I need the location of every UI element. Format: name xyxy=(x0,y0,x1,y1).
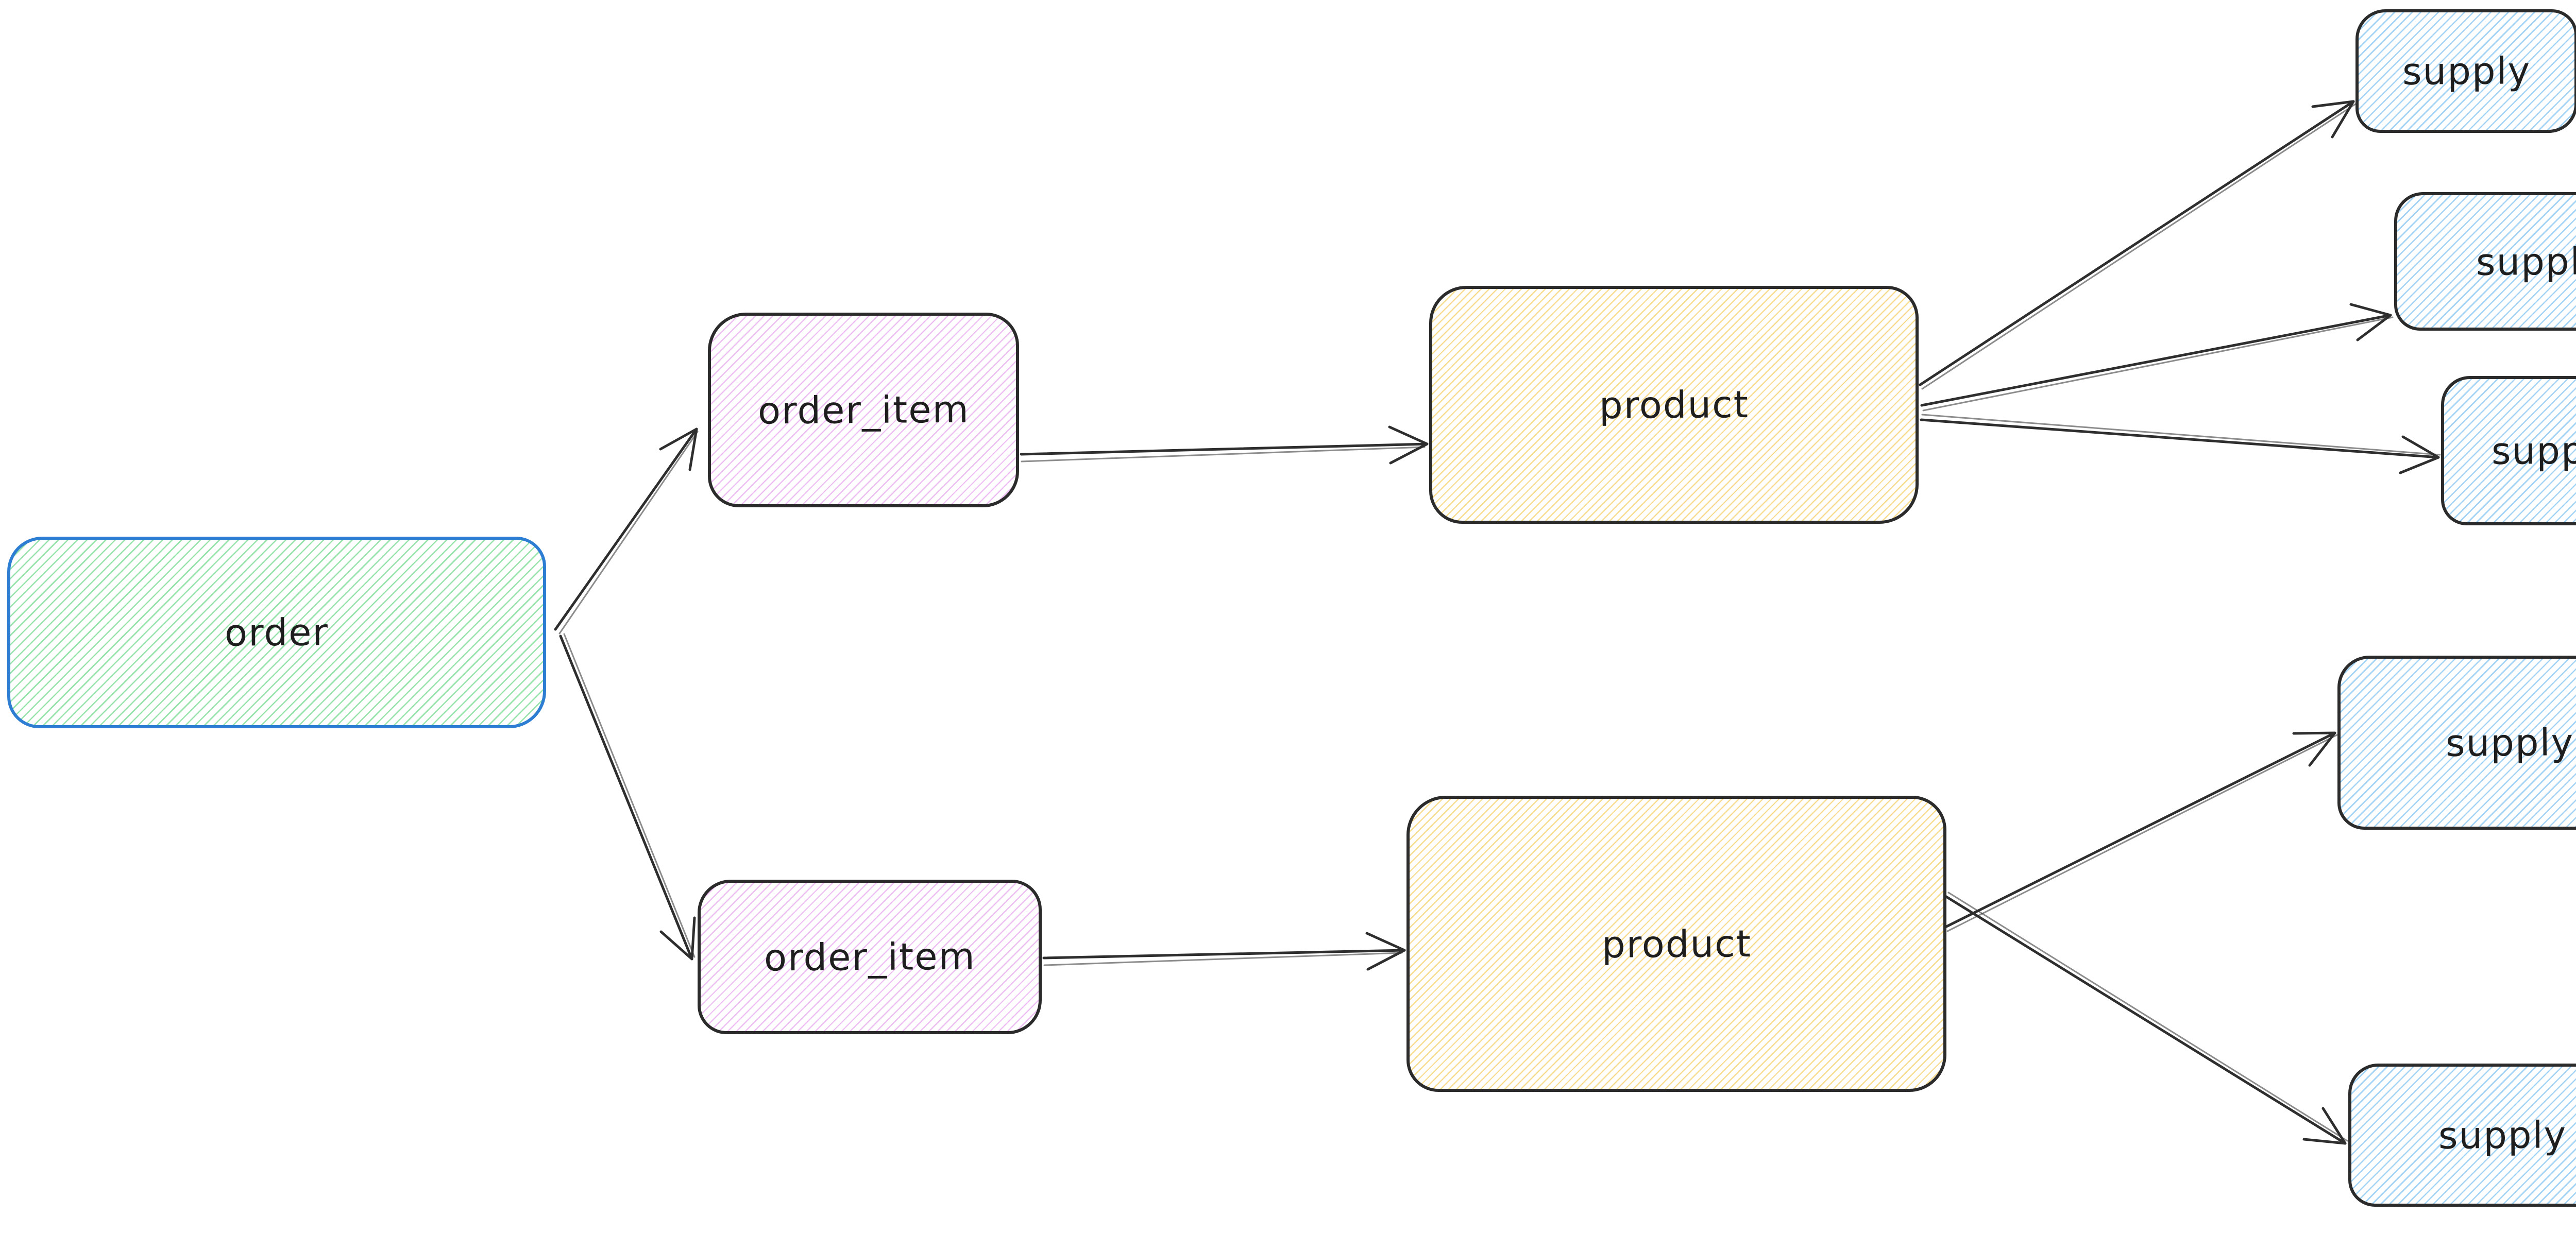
arrowhead-icon xyxy=(2302,1107,2347,1145)
node-supply-2-label: supply xyxy=(2476,239,2576,284)
node-product-2[interactable]: product xyxy=(1406,796,1946,1092)
arrowhead-icon xyxy=(659,916,696,961)
node-supply-1-label: supply xyxy=(2402,49,2531,93)
node-supply-4-label: supply xyxy=(2446,721,2574,765)
arrowhead-icon xyxy=(2311,100,2355,139)
node-order-item-1-label: order_item xyxy=(757,387,970,433)
arrowhead-icon xyxy=(1365,932,1406,971)
arrow-product-1-to-supply-2[interactable] xyxy=(1920,303,2394,412)
node-order[interactable]: order xyxy=(7,537,546,728)
arrowhead-icon xyxy=(2292,731,2336,767)
arrow-order-item-2-to-product-2[interactable] xyxy=(1042,932,1406,971)
arrow-product-2-to-supply-4[interactable] xyxy=(1944,731,2338,932)
node-product-1[interactable]: product xyxy=(1429,286,1919,524)
arrow-product-1-to-supply-3[interactable] xyxy=(1920,414,2441,474)
arrow-product-2-to-supply-5[interactable] xyxy=(1944,892,2348,1145)
node-product-1-label: product xyxy=(1599,382,1749,427)
node-supply-2[interactable]: supply xyxy=(2394,192,2576,331)
arrow-order-to-order-item-2[interactable] xyxy=(559,633,696,961)
node-supply-3[interactable]: supply xyxy=(2441,376,2576,525)
node-supply-1[interactable]: supply xyxy=(2355,9,2576,133)
node-supply-3-label: supply xyxy=(2491,429,2576,473)
arrow-order-to-order-item-1[interactable] xyxy=(554,427,699,635)
node-order-item-2-label: order_item xyxy=(764,934,976,980)
arrow-product-1-to-supply-1[interactable] xyxy=(1919,100,2357,390)
arrowhead-icon xyxy=(659,427,698,471)
arrowhead-icon xyxy=(1388,425,1429,465)
arrowhead-icon xyxy=(2399,435,2440,474)
node-order-item-2[interactable]: order_item xyxy=(698,880,1042,1034)
arrow-order-item-1-to-product-1[interactable] xyxy=(1020,425,1429,465)
node-product-2-label: product xyxy=(1601,921,1752,966)
node-supply-5-label: supply xyxy=(2438,1113,2567,1157)
node-order-item-1[interactable]: order_item xyxy=(708,313,1019,507)
arrowhead-icon xyxy=(2349,303,2392,341)
node-supply-5[interactable]: supply xyxy=(2348,1064,2576,1207)
node-supply-4[interactable]: supply xyxy=(2337,656,2576,830)
node-order-label: order xyxy=(224,610,329,655)
